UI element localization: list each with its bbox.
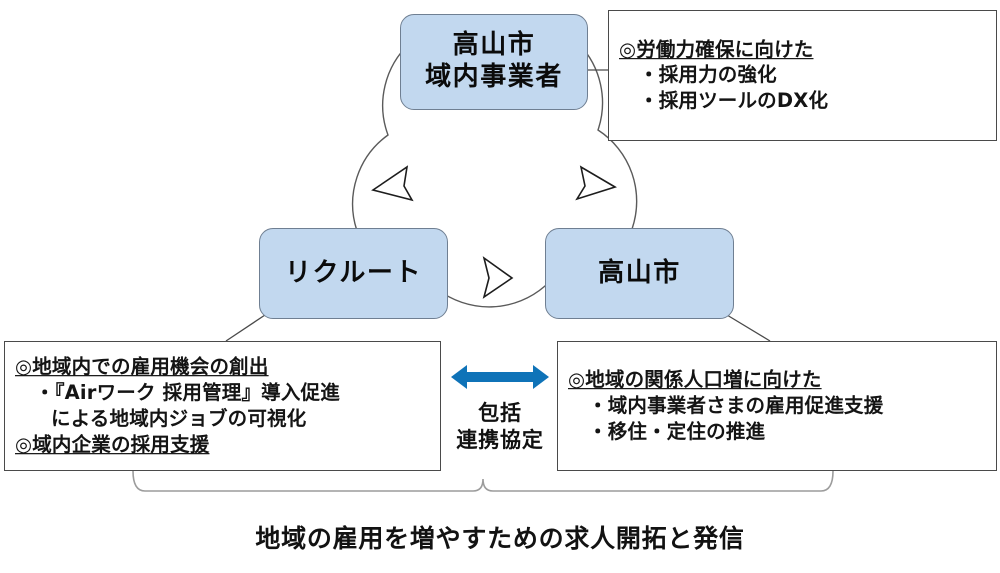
pact-label-line-1: 包括 xyxy=(478,401,522,425)
detail-line: ・移住・定住の推進 xyxy=(588,419,766,443)
detail-box-labor-force: ◎労働力確保に向けた ・採用力の強化 ・採用ツールのDX化 xyxy=(608,10,997,141)
detail-line: ・採用力の強化 xyxy=(639,63,777,87)
detail-line: ◎労働力確保に向けた xyxy=(619,37,814,61)
node-top-line-1: 高山市 xyxy=(452,30,536,61)
detail-line: ・域内事業者さまの雇用促進支援 xyxy=(588,394,884,418)
connector-left-node-to-detail xyxy=(225,314,266,342)
detail-line: ◎地域の関係人口増に向けた xyxy=(568,368,822,392)
pact-label-line-2: 連携協定 xyxy=(456,427,544,452)
detail-line: による地域内ジョブの可視化 xyxy=(51,407,307,430)
node-takayama-city[interactable]: 高山市 xyxy=(545,228,734,319)
detail-line: ◎地域内での雇用機会の創出 xyxy=(15,355,269,379)
bottom-caption: 地域の雇用を増やすための求人開拓と発信 xyxy=(255,524,745,553)
detail-line: ◎域内企業の採用支援 xyxy=(15,432,210,456)
pact-label: 包括 連携協定 xyxy=(446,400,554,454)
node-left-label: リクルート xyxy=(284,257,423,288)
pact-double-arrow-icon xyxy=(451,365,549,389)
detail-box-recruit-actions: ◎地域内での雇用機会の創出 ・『Airワーク 採用管理』導入促進 による地域内ジ… xyxy=(4,341,441,471)
connector-right-node-to-detail xyxy=(726,314,771,342)
detail-line: ・『Airワーク 採用管理』導入促進 xyxy=(35,381,340,405)
bottom-brace xyxy=(132,470,834,492)
node-takayama-city-local-businesses[interactable]: 高山市 域内事業者 xyxy=(400,14,588,110)
detail-box-city-actions: ◎地域の関係人口増に向けた ・域内事業者さまの雇用促進支援 ・移住・定住の推進 xyxy=(557,341,997,471)
detail-line: ・採用ツールのDX化 xyxy=(639,89,829,113)
node-right-label: 高山市 xyxy=(598,257,681,288)
node-top-line-2: 域内事業者 xyxy=(425,62,563,92)
node-recruit[interactable]: リクルート xyxy=(259,228,448,319)
